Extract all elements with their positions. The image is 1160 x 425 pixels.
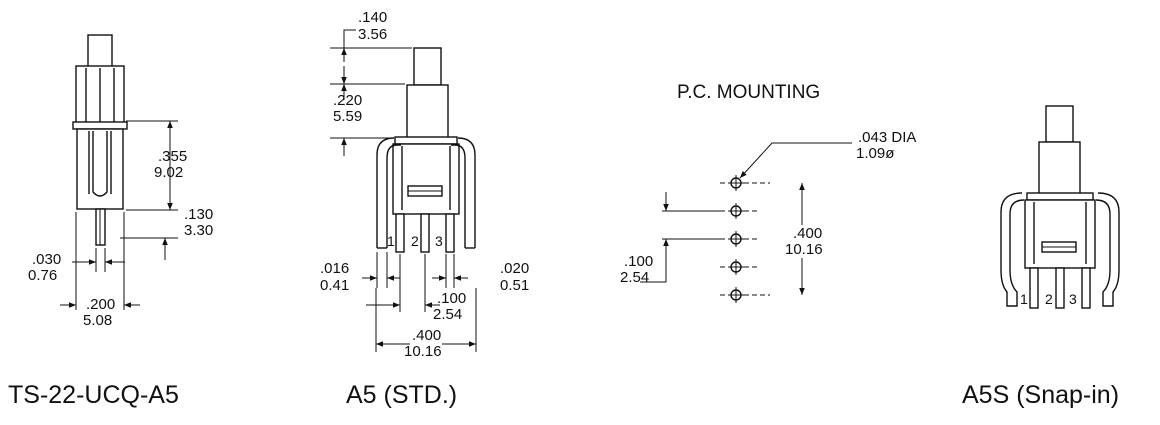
mounting-hole <box>728 287 744 303</box>
dim-030-mm: 0.76 <box>28 267 57 284</box>
dim-130-in: .130 <box>184 206 213 223</box>
hole-dia-in: .043 DIA <box>858 129 916 146</box>
pc-mounting-title: P.C. MOUNTING <box>677 82 820 103</box>
dim-020-in: .020 <box>500 260 529 277</box>
middle-pin-2: 2 <box>411 233 419 249</box>
middle-pin-1: 1 <box>387 233 395 249</box>
dim-400-in: .400 <box>412 327 441 344</box>
dim-100-in: .100 <box>437 290 466 307</box>
pitch-mm: 2.54 <box>620 269 649 286</box>
dim-200-mm: 5.08 <box>83 312 112 329</box>
left-switch-view <box>72 34 128 246</box>
dim-100-mm: 2.54 <box>433 306 462 323</box>
caption-left: TS-22-UCQ-A5 <box>8 381 179 409</box>
middle-switch-view: 1 2 3 <box>376 47 476 253</box>
dim-130-mm: 3.30 <box>184 222 213 239</box>
dim-200-in: .200 <box>86 296 115 313</box>
left-dimensions: .355 9.02 .130 3.30 .030 0.76 .200 5.08 <box>28 120 213 329</box>
dim-140-in: .140 <box>358 9 387 26</box>
hole-dia-mm: 1.09ø <box>856 145 894 162</box>
mounting-hole <box>728 203 744 219</box>
middle-dimensions: .140 3.56 .220 5.59 .016 0.41 .020 0.51 … <box>320 9 529 360</box>
dim-020-mm: 0.51 <box>500 277 529 294</box>
span-in: .400 <box>793 225 822 242</box>
right-pin-1: 1 <box>1020 291 1028 307</box>
dim-220-in: .220 <box>333 92 362 109</box>
mounting-hole <box>728 259 744 275</box>
dim-220-mm: 5.59 <box>333 108 362 125</box>
caption-middle: A5 (STD.) <box>346 381 457 409</box>
pitch-in: .100 <box>624 253 653 270</box>
pc-mounting-view: P.C. MOUNTING .043 DIA 1.09ø .400 10.16 … <box>620 82 916 303</box>
mounting-hole <box>728 231 744 247</box>
right-switch-view: 1 2 3 <box>1000 105 1120 309</box>
dim-030-in: .030 <box>32 251 61 268</box>
dim-016-in: .016 <box>320 260 349 277</box>
caption-right: A5S (Snap-in) <box>962 381 1119 409</box>
mounting-hole <box>728 175 744 191</box>
dim-016-mm: 0.41 <box>320 277 349 294</box>
middle-pin-3: 3 <box>435 233 443 249</box>
span-mm: 10.16 <box>785 241 823 258</box>
dim-140-mm: 3.56 <box>358 26 387 43</box>
right-pin-3: 3 <box>1069 291 1077 307</box>
dim-355-mm: 9.02 <box>154 164 183 181</box>
dim-400-mm: 10.16 <box>404 343 442 360</box>
dim-355-in: .355 <box>158 148 187 165</box>
right-pin-2: 2 <box>1045 291 1053 307</box>
